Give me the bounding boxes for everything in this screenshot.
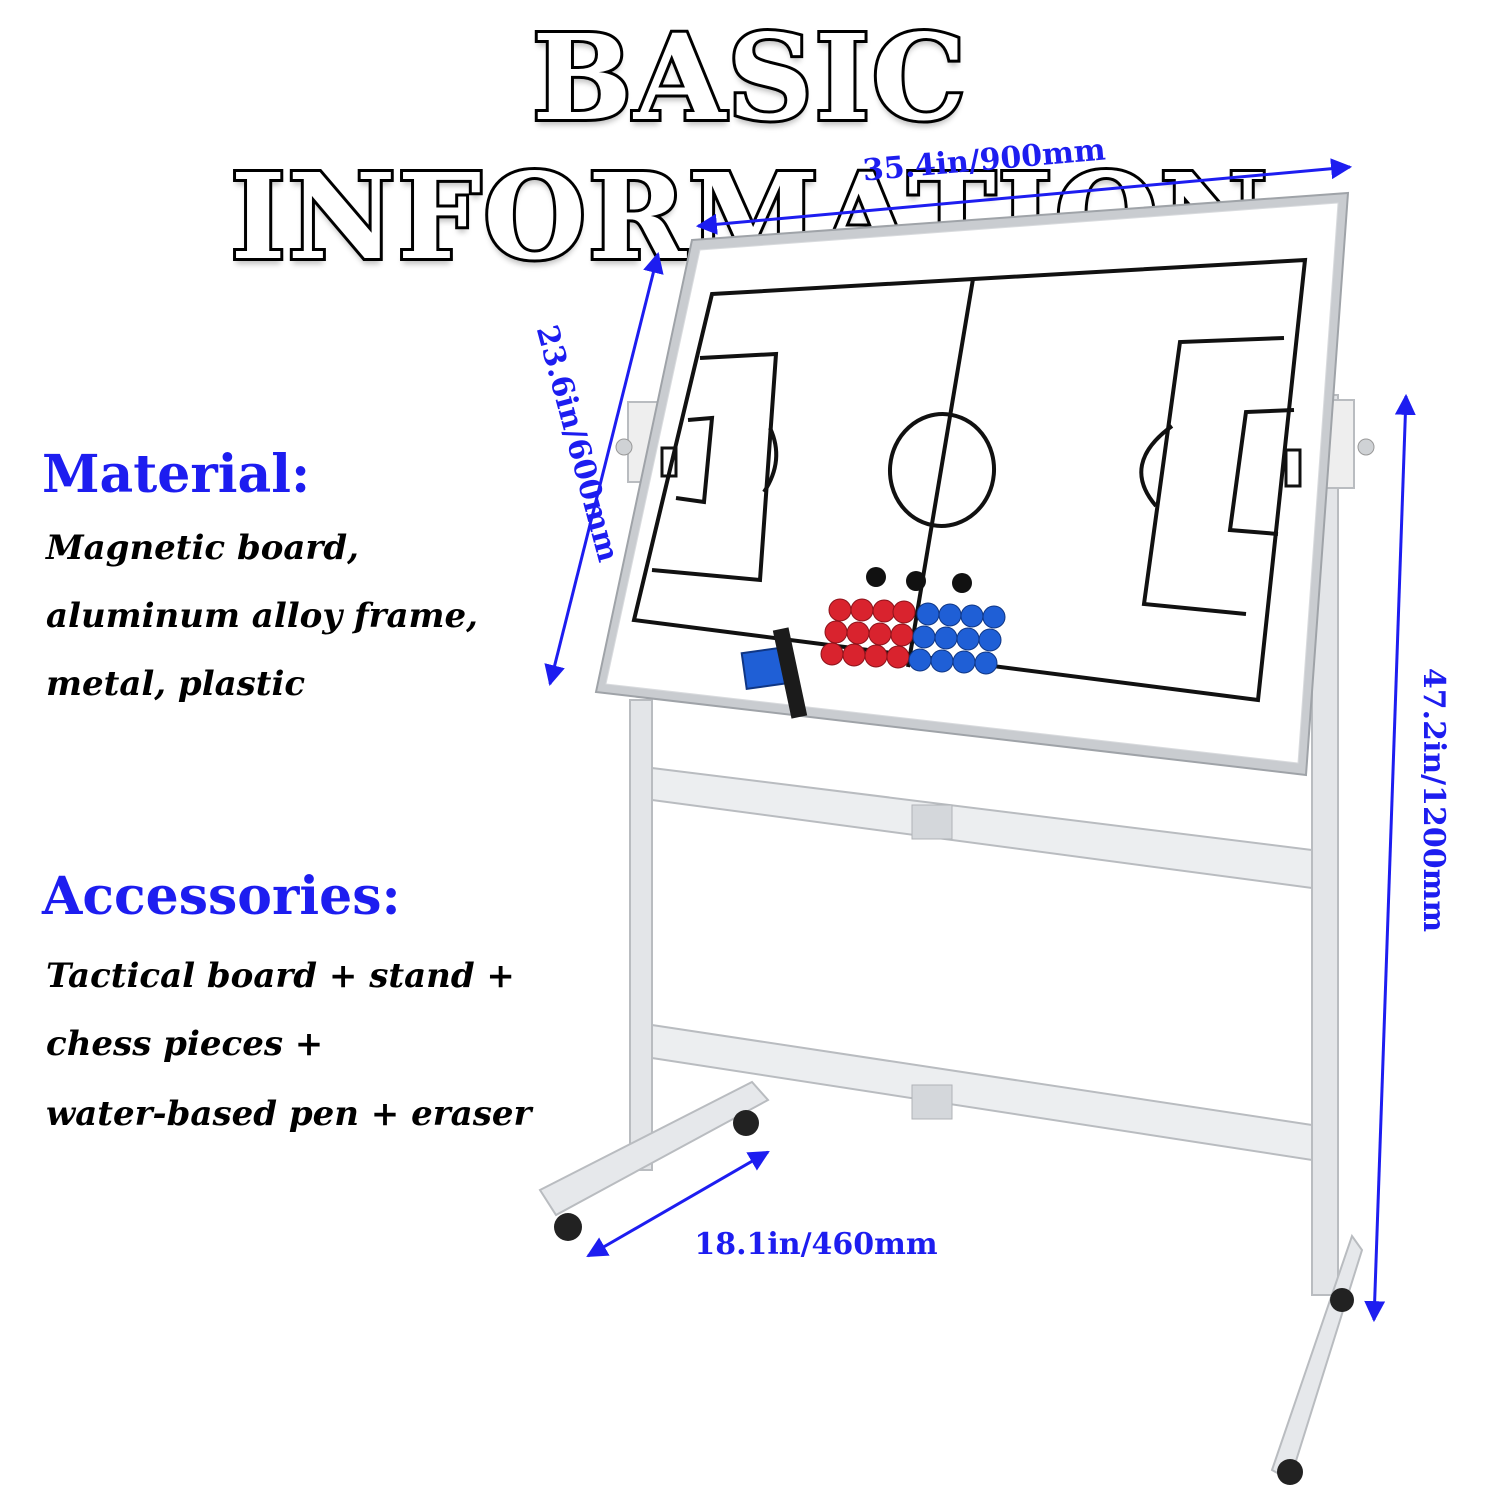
wheels: [554, 1110, 1354, 1485]
dimension-lines: [544, 158, 1416, 1323]
material-line-2: aluminum alloy frame,: [46, 596, 478, 636]
total-height-dimension-label: 47.2in/1200mm: [1416, 668, 1451, 932]
width-dimension-label: 35.4in/900mm: [861, 132, 1107, 188]
tactical-board: [594, 191, 1350, 777]
accessories-line-2: chess pieces +: [46, 1024, 324, 1064]
material-line-1: Magnetic board,: [46, 528, 359, 568]
marker-and-eraser: [740, 627, 808, 719]
base-depth-dimension-label: 18.1in/460mm: [694, 1227, 938, 1262]
accessories-heading: Accessories:: [42, 866, 401, 927]
material-heading: Material:: [42, 444, 311, 505]
accessories-line-1: Tactical board + stand +: [46, 956, 515, 996]
accessories-line-3: water-based pen + eraser: [46, 1094, 532, 1134]
material-line-3: metal, plastic: [46, 664, 306, 704]
stand-frame: [538, 394, 1375, 1482]
magnet-pieces: [820, 567, 1006, 675]
